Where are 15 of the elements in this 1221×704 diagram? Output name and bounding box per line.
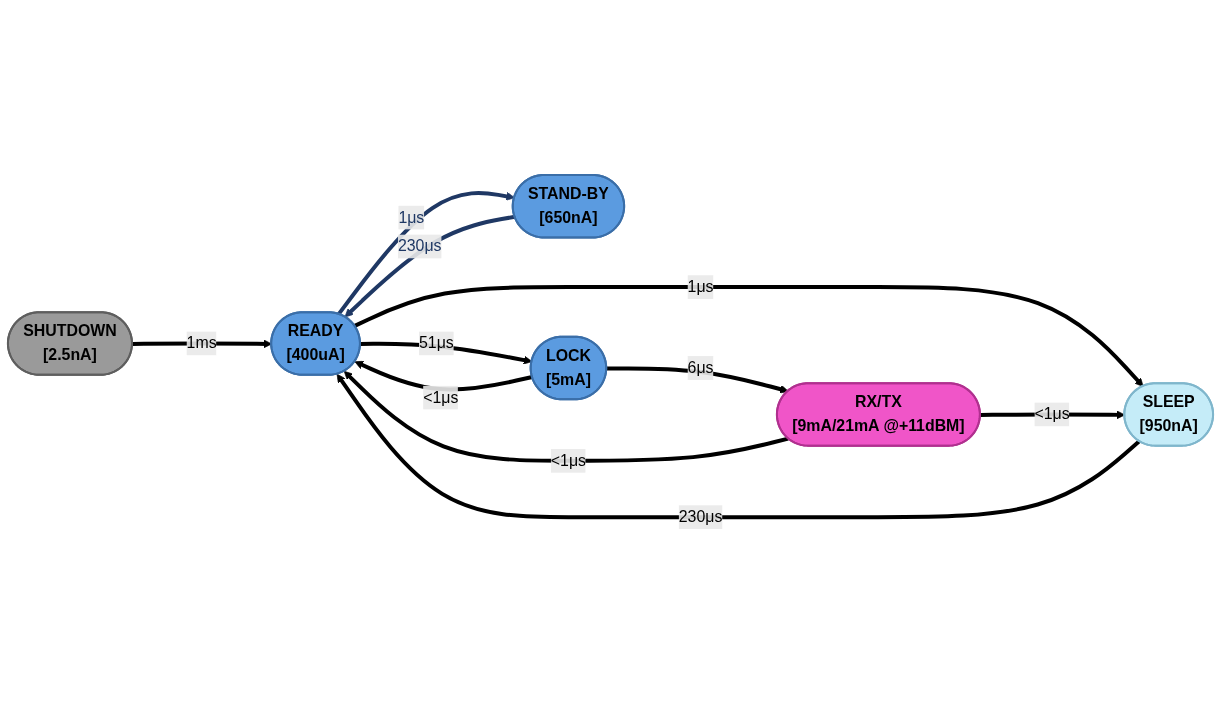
edge-label: 1μs	[398, 208, 425, 226]
edge-label: <1μs	[423, 388, 459, 406]
edge-label: 51μs	[418, 334, 454, 352]
edge-label: <1μs	[1034, 405, 1070, 423]
edge-label: 1μs	[687, 278, 714, 296]
arrow	[337, 191, 515, 316]
edge-label: <1μs	[550, 451, 587, 469]
edge-label: 230μs	[397, 237, 442, 255]
arrow	[343, 370, 789, 463]
arrow	[336, 373, 1141, 520]
edge-label: 230μs	[678, 508, 723, 526]
edge-label: 1ms	[186, 334, 217, 352]
arrow	[353, 285, 1144, 387]
arrow	[344, 214, 516, 318]
edge-label: 6μs	[687, 359, 714, 376]
